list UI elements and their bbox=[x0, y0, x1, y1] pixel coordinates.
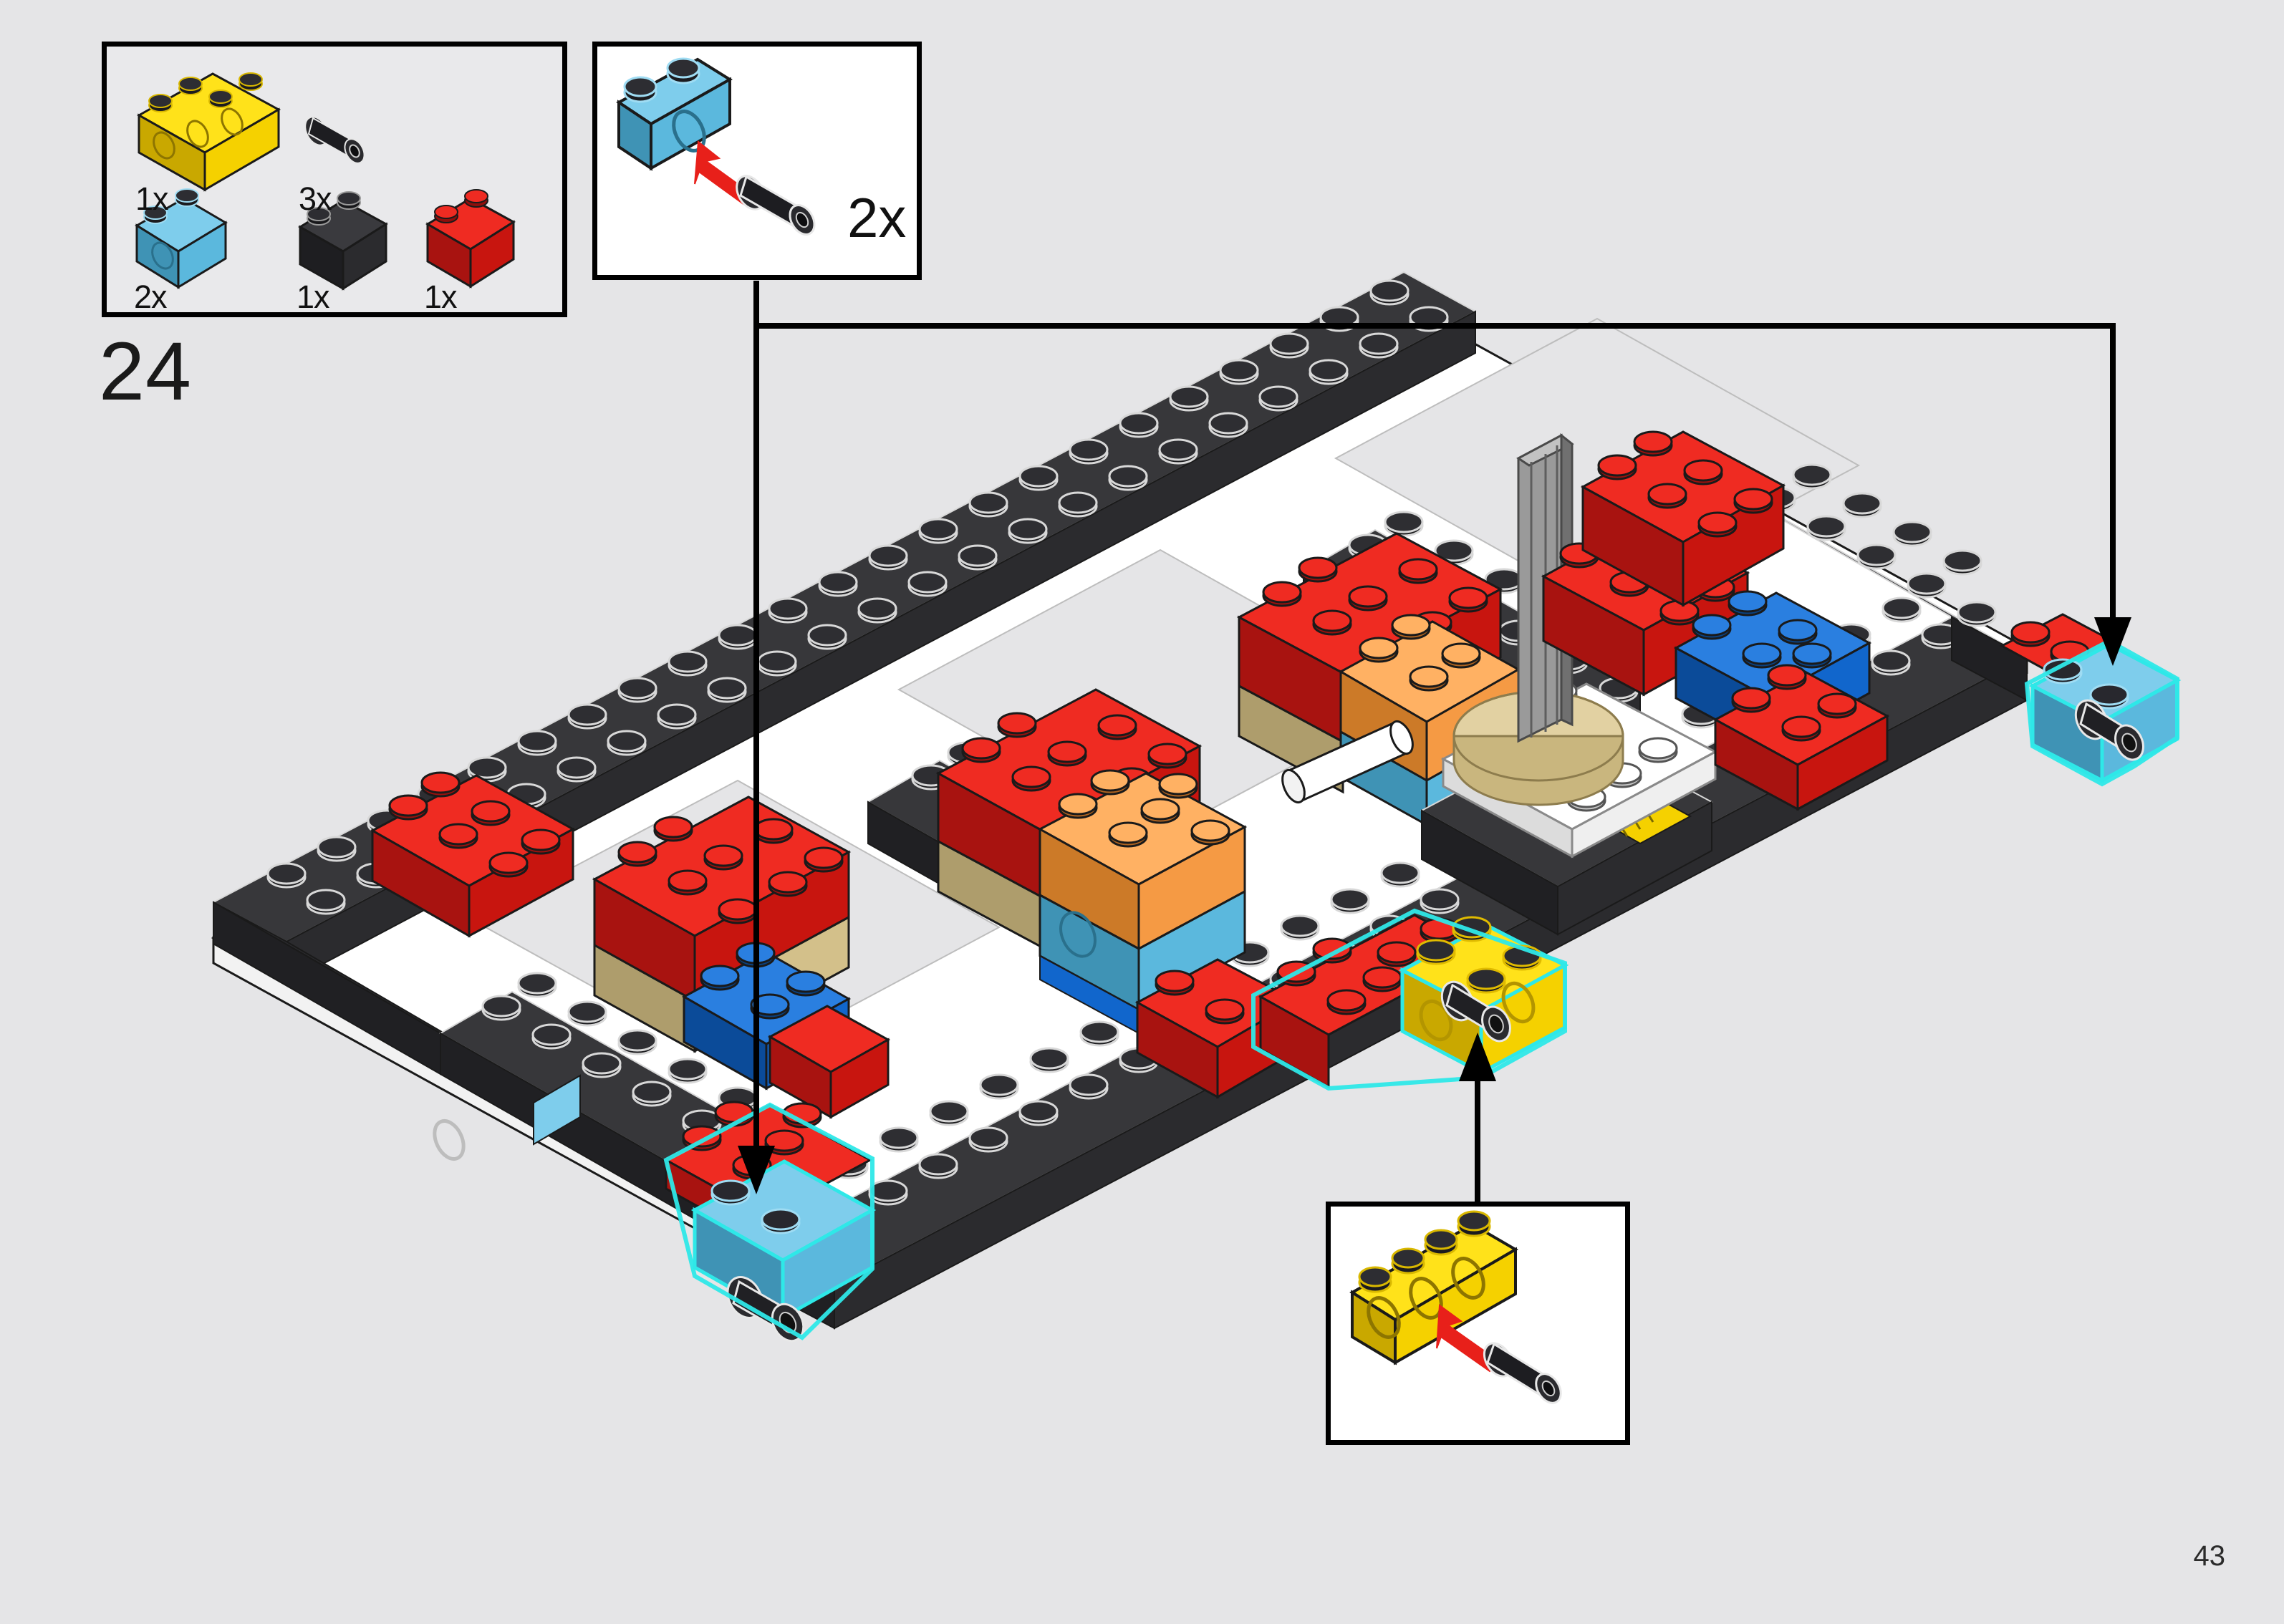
part-quantity-red-brick: 1x bbox=[424, 279, 458, 315]
technic-pin-yellow bbox=[1440, 980, 1511, 1043]
red-brick-small-left bbox=[767, 1005, 891, 1119]
tan-brick-upper-center bbox=[1238, 684, 1344, 794]
callout-top-quantity: 2x bbox=[847, 186, 907, 249]
red-brick-middle-lower bbox=[1134, 958, 1299, 1099]
orange-brick-middle bbox=[1037, 769, 1248, 951]
leader-line-top-callout-left bbox=[738, 281, 775, 1194]
leader-line-bottom-callout bbox=[1459, 1033, 1496, 1202]
part-icon-blue-technic-brick-1x2 bbox=[135, 188, 228, 289]
chassis-end-right bbox=[1718, 463, 2028, 702]
red-brick-upper-center bbox=[1236, 532, 1503, 744]
callout-bottom-illustration bbox=[1349, 1210, 1562, 1404]
central-mechanism bbox=[1420, 432, 1718, 936]
callout-box-blue-brick-pin bbox=[592, 42, 922, 280]
chassis-crossmember-1 bbox=[438, 972, 776, 1224]
callout-blue-technic-brick bbox=[616, 57, 733, 171]
part-quantity-black-brick: 1x bbox=[297, 279, 330, 315]
blue-brick-right bbox=[1673, 590, 1872, 750]
technic-pin-right bbox=[2074, 699, 2144, 761]
lightblue-brick-upper-center bbox=[1339, 727, 1520, 827]
callout-box-yellow-brick-pin bbox=[1326, 1202, 1630, 1445]
step-number: 24 bbox=[99, 326, 192, 417]
red-brick-middle bbox=[935, 688, 1203, 899]
blue-stripe-middle bbox=[1039, 954, 1139, 1035]
part-icon-red-brick-1x2 bbox=[425, 189, 516, 289]
lightblue-brick-middle bbox=[1039, 889, 1246, 1012]
blue-brick-midleft bbox=[681, 942, 852, 1091]
chassis-crossmember-2 bbox=[866, 741, 1205, 994]
red-brick-left bbox=[370, 771, 576, 938]
chassis-rail-left bbox=[211, 271, 1478, 985]
leader-line-top-callout-right bbox=[756, 323, 2131, 666]
part-quantity-blue-brick: 2x bbox=[134, 279, 168, 315]
parts-inventory-illustration bbox=[135, 72, 516, 291]
orange-brick-upper-center bbox=[1338, 614, 1521, 783]
technic-hole-brick-left-rail bbox=[433, 1074, 581, 1161]
chassis-crossmember-3 bbox=[1301, 511, 1642, 765]
callout-black-technic-pin bbox=[1483, 1342, 1562, 1404]
chassis-end-left bbox=[213, 901, 513, 1076]
callout-top-illustration bbox=[616, 57, 816, 236]
part-icon-yellow-technic-brick-1x4 bbox=[136, 72, 281, 192]
chassis-baseplate bbox=[211, 306, 2030, 1305]
red-brick-top-center bbox=[1541, 518, 1750, 697]
tan-brick-midleft bbox=[593, 915, 850, 1053]
part-icon-black-technic-pin bbox=[304, 116, 365, 164]
parts-inventory-box: 1x 3x 2x 1x 1x bbox=[102, 42, 567, 317]
part-icon-black-brick-1x2 bbox=[298, 191, 388, 291]
white-axle-connector bbox=[1281, 720, 1414, 804]
page-number: 43 bbox=[2193, 1540, 2226, 1572]
part-quantity-yellow-brick: 1x bbox=[135, 180, 169, 217]
tan-brick-middle bbox=[937, 839, 1044, 949]
highlighted-blue-technic-brick-right bbox=[1999, 613, 2182, 787]
red-brick-right-lower bbox=[1712, 664, 1890, 811]
technic-pin-left bbox=[726, 1276, 805, 1343]
callout-black-technic-pin bbox=[736, 175, 816, 236]
callout-yellow-technic-brick bbox=[1349, 1210, 1518, 1366]
red-brick-midleft bbox=[592, 796, 852, 1003]
part-quantity-black-pin: 3x bbox=[299, 180, 332, 217]
red-brick-top-center-2 bbox=[1580, 430, 1786, 607]
highlighted-blue-technic-brick-left bbox=[663, 1101, 877, 1343]
highlighted-yellow-technic-brick bbox=[1251, 908, 1569, 1091]
chassis-cutouts bbox=[471, 317, 1861, 1068]
